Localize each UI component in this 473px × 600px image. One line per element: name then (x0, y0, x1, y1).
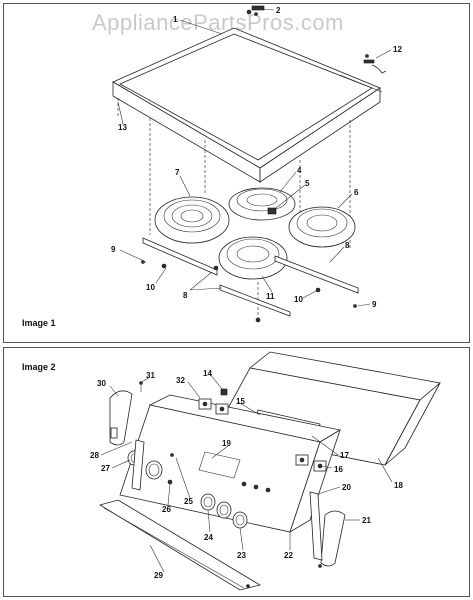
control-panel-22 (119, 394, 342, 533)
watermark: AppliancePartsPros.com (92, 10, 344, 35)
element-4 (228, 187, 296, 221)
callout-11: 11 (266, 292, 275, 301)
image1-label: Image 1 (22, 318, 56, 328)
cooktop-glass (112, 27, 383, 183)
callout-5: 5 (305, 179, 310, 188)
callout-32: 32 (176, 376, 185, 385)
end-cap-30 (109, 390, 133, 446)
knob-middle (216, 501, 232, 519)
callout-13: 13 (118, 123, 127, 132)
callout-9-right: 9 (372, 300, 377, 309)
callout-15: 15 (236, 397, 245, 406)
callout-4: 4 (297, 166, 302, 175)
side-bracket-20 (309, 491, 323, 561)
image1-frame (3, 3, 470, 343)
knob-23 (232, 511, 248, 529)
bracket-front (219, 284, 291, 317)
callout-12: 12 (393, 45, 402, 54)
callout-1: 1 (173, 15, 178, 24)
callout-18: 18 (394, 481, 403, 490)
callout-22: 22 (284, 551, 293, 560)
callout-21: 21 (362, 516, 371, 525)
callout-30: 30 (97, 379, 106, 388)
callout-25: 25 (184, 497, 193, 506)
callout-20: 20 (342, 483, 351, 492)
callout-17: 17 (340, 451, 349, 460)
callout-8-front: 8 (183, 291, 188, 300)
callout-14: 14 (203, 369, 212, 378)
clip-part-2 (246, 5, 265, 16)
callout-9-left: 9 (111, 245, 116, 254)
knob-24 (200, 493, 216, 511)
switch-32 (198, 398, 229, 415)
callout-28: 28 (90, 451, 99, 460)
clip-part-12 (363, 54, 387, 74)
side-bracket-28 (131, 439, 145, 491)
element-7 (154, 196, 230, 244)
image2-frame (3, 347, 470, 597)
bracket-right (274, 255, 359, 294)
callout-29: 29 (154, 571, 163, 580)
callout-19: 19 (222, 439, 231, 448)
trim-29 (99, 499, 262, 591)
callout-10-right: 10 (294, 295, 303, 304)
image2-label: Image 2 (22, 362, 56, 372)
callout-23: 23 (237, 551, 246, 560)
element-6 (288, 206, 356, 248)
callout-8-right: 8 (345, 241, 350, 250)
callout-27: 27 (101, 464, 110, 473)
switch-14 (220, 388, 228, 396)
callout-26: 26 (162, 505, 171, 514)
switch-16 (295, 454, 327, 472)
callout-16: 16 (334, 465, 343, 474)
callout-31: 31 (146, 371, 155, 380)
bracket-left (142, 237, 218, 276)
callout-10-left: 10 (146, 283, 155, 292)
callout-2: 2 (276, 6, 281, 15)
callout-6: 6 (354, 188, 359, 197)
knob-left-panel (145, 460, 163, 480)
callout-24: 24 (204, 533, 213, 542)
element-11 (218, 236, 288, 280)
callout-7: 7 (175, 168, 180, 177)
end-cap-21 (320, 510, 346, 567)
